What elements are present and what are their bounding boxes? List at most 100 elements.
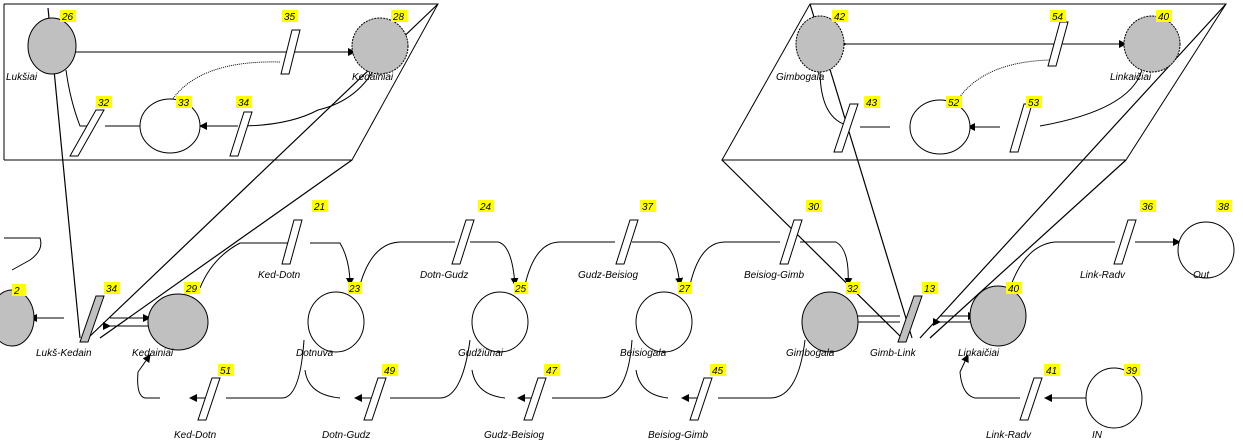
tag-42: 42 bbox=[832, 10, 848, 23]
label-in: IN bbox=[1092, 430, 1103, 441]
link-37[interactable] bbox=[615, 219, 639, 265]
label-link-radv-top: Link-Radv bbox=[1080, 270, 1126, 281]
svg-text:13: 13 bbox=[924, 284, 936, 295]
node-beisiogala[interactable] bbox=[635, 291, 693, 353]
svg-text:24: 24 bbox=[479, 202, 492, 213]
svg-text:27: 27 bbox=[678, 284, 691, 295]
svg-text:30: 30 bbox=[808, 202, 820, 213]
link-53[interactable] bbox=[1009, 103, 1033, 153]
node-gimbogala[interactable] bbox=[801, 291, 859, 353]
tag-36: 36 bbox=[1140, 200, 1156, 213]
tag-32b: 32 bbox=[846, 282, 860, 295]
tag-34-lower: 34 bbox=[104, 282, 120, 295]
tag-40b: 40 bbox=[1006, 282, 1022, 295]
tag-39: 39 bbox=[1124, 364, 1140, 377]
svg-text:53: 53 bbox=[1028, 98, 1040, 109]
node-52[interactable] bbox=[909, 99, 971, 155]
tag-51: 51 bbox=[218, 364, 234, 377]
svg-text:32: 32 bbox=[847, 284, 859, 295]
svg-text:23: 23 bbox=[348, 284, 361, 295]
node-out[interactable] bbox=[1177, 221, 1235, 279]
svg-text:42: 42 bbox=[834, 12, 846, 23]
tag-41: 41 bbox=[1044, 364, 1060, 377]
svg-text:45: 45 bbox=[712, 366, 724, 377]
tag-27: 27 bbox=[678, 282, 692, 295]
label-link-radv-bottom: Link-Radv bbox=[986, 430, 1032, 441]
tag-32: 32 bbox=[96, 96, 112, 109]
link-35[interactable] bbox=[280, 29, 301, 75]
label-kedainiai: Kedainiai bbox=[132, 348, 174, 359]
node-in[interactable] bbox=[1085, 367, 1143, 429]
label-dotnuva: Dotnuva bbox=[296, 348, 334, 359]
tag-26: 26 bbox=[60, 10, 76, 23]
link-43[interactable] bbox=[833, 103, 859, 153]
label-beisiog-gimb-top: Beisiog-Gimb bbox=[744, 270, 804, 281]
svg-text:47: 47 bbox=[546, 366, 558, 377]
tag-47: 47 bbox=[544, 364, 560, 377]
svg-text:40: 40 bbox=[1008, 284, 1020, 295]
tag-34: 34 bbox=[236, 96, 252, 109]
left-subnet-frame bbox=[3, 3, 439, 161]
number-tags: 26 35 28 32 33 34 42 54 40 43 52 53 21 2… bbox=[12, 10, 1232, 377]
link-51[interactable] bbox=[197, 377, 221, 421]
svg-text:35: 35 bbox=[284, 12, 296, 23]
link-24[interactable] bbox=[451, 219, 475, 265]
label-kedainiai-top: Kedainiai bbox=[352, 72, 394, 83]
node-linkaiciai[interactable] bbox=[969, 285, 1027, 347]
tag-49: 49 bbox=[382, 364, 398, 377]
link-47[interactable] bbox=[523, 377, 547, 421]
link-30[interactable] bbox=[779, 219, 803, 265]
node-linkaiciai-top[interactable] bbox=[1123, 15, 1181, 73]
link-13[interactable] bbox=[897, 295, 923, 343]
node-kedainiai[interactable] bbox=[147, 293, 209, 351]
svg-text:21: 21 bbox=[313, 202, 325, 213]
svg-text:29: 29 bbox=[185, 284, 198, 295]
tag-28: 28 bbox=[391, 10, 407, 23]
link-36[interactable] bbox=[1113, 219, 1137, 265]
label-out: Out bbox=[1193, 270, 1210, 281]
node-gudziunai[interactable] bbox=[471, 291, 529, 353]
link-49[interactable] bbox=[363, 377, 387, 421]
svg-text:34: 34 bbox=[238, 98, 250, 109]
label-gudziunai: Gudžiūnai bbox=[458, 348, 504, 359]
tag-45: 45 bbox=[710, 364, 726, 377]
svg-text:36: 36 bbox=[1142, 202, 1154, 213]
label-gudz-beisiog-bottom: Gudz-Beisiog bbox=[484, 430, 544, 441]
svg-text:26: 26 bbox=[61, 12, 74, 23]
label-gimbogala: Gimbogala bbox=[786, 348, 835, 359]
node-kedainiai-top[interactable] bbox=[351, 17, 409, 75]
svg-text:33: 33 bbox=[178, 98, 190, 109]
label-luks-kedain: Lukš-Kedain bbox=[36, 348, 92, 359]
svg-text:52: 52 bbox=[948, 98, 960, 109]
link-21[interactable] bbox=[281, 219, 303, 265]
connector-lines bbox=[4, 40, 1181, 402]
link-34-lower[interactable] bbox=[79, 295, 105, 343]
svg-text:51: 51 bbox=[220, 366, 231, 377]
svg-text:39: 39 bbox=[1126, 366, 1138, 377]
label-dotn-gudz-bottom: Dotn-Gudz bbox=[322, 430, 370, 441]
node-gimbogala-top[interactable] bbox=[795, 15, 845, 73]
svg-text:28: 28 bbox=[392, 12, 405, 23]
node-22-left-partial[interactable] bbox=[0, 289, 35, 347]
nodes bbox=[0, 15, 1235, 429]
node-dotnuva[interactable] bbox=[307, 291, 365, 353]
tag-22-partial: 2 bbox=[12, 284, 26, 297]
svg-text:54: 54 bbox=[1052, 12, 1064, 23]
svg-text:41: 41 bbox=[1046, 366, 1057, 377]
link-45[interactable] bbox=[689, 377, 713, 421]
link-41[interactable] bbox=[1019, 377, 1043, 421]
tag-40: 40 bbox=[1156, 10, 1172, 23]
node-33[interactable] bbox=[139, 98, 201, 154]
label-beisiogala: Beisiogala bbox=[620, 348, 667, 359]
node-lukšiai-top[interactable] bbox=[27, 17, 77, 75]
link-34[interactable] bbox=[229, 111, 253, 157]
tag-30: 30 bbox=[806, 200, 822, 213]
link-32[interactable] bbox=[69, 109, 105, 157]
label-linkaiciai-top: Linkaičiai bbox=[1110, 72, 1152, 83]
tag-37: 37 bbox=[640, 200, 656, 213]
label-gimb-link: Gimb-Link bbox=[870, 348, 917, 359]
tag-23: 23 bbox=[348, 282, 362, 295]
tag-25: 25 bbox=[514, 282, 528, 295]
